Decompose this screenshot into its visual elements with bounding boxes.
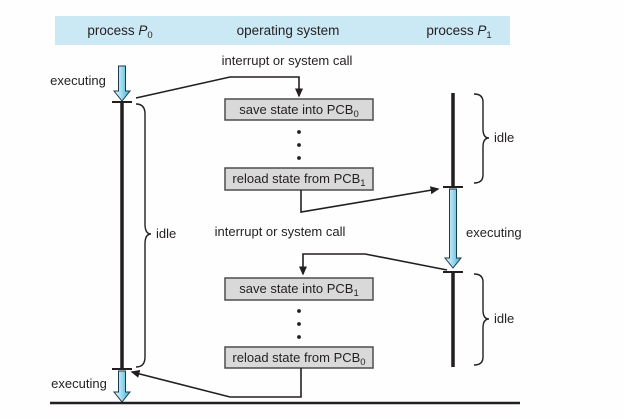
dots-group-1 [297,130,301,160]
p0-executing-arrow-bottom [112,370,132,403]
box-reload-state-pcb1 [224,167,374,191]
box-reload-state-pcb1-label: reload state from PCB1 [232,171,365,189]
flow-reload-pcb0-to-p0 [130,368,302,398]
header-process-p0: process P0 [87,23,152,41]
box-save-state-pcb1 [224,277,374,301]
p0-executing-bottom-label: executing [51,376,107,391]
flow-p0-to-save-pcb0 [135,76,303,99]
p1-executing-label: executing [466,225,522,240]
box-reload-state-pcb0 [224,346,374,369]
p0-executing-arrow-top [112,65,132,102]
box-save-state-pcb0-label: save state into PCB0 [239,102,358,120]
flow-reload-pcb1-to-p1 [300,186,440,213]
header-band [55,16,510,45]
box-save-state-pcb1-label: save state into PCB1 [239,281,358,299]
p1-idle-top-label: idle [494,130,514,145]
p1-idle-brace-bottom [473,273,490,366]
p1-idle-brace-top [473,93,490,184]
interrupt-label-top: interrupt or system call [222,53,353,68]
p0-executing-top-label: executing [50,73,106,88]
flow-p1-to-save-pcb1 [299,253,448,276]
dots-group-2 [297,309,301,339]
p1-executing-arrow [443,188,463,269]
p0-idle-brace [135,103,152,368]
p0-idle-label: idle [156,226,176,241]
p1-idle-bottom-label: idle [494,311,514,326]
interrupt-label-mid: interrupt or system call [215,224,346,239]
header-operating-system: operating system [237,23,340,38]
box-save-state-pcb0 [224,98,374,121]
box-reload-state-pcb0-label: reload state from PCB0 [232,350,365,368]
header-process-p1: process P1 [426,23,491,41]
